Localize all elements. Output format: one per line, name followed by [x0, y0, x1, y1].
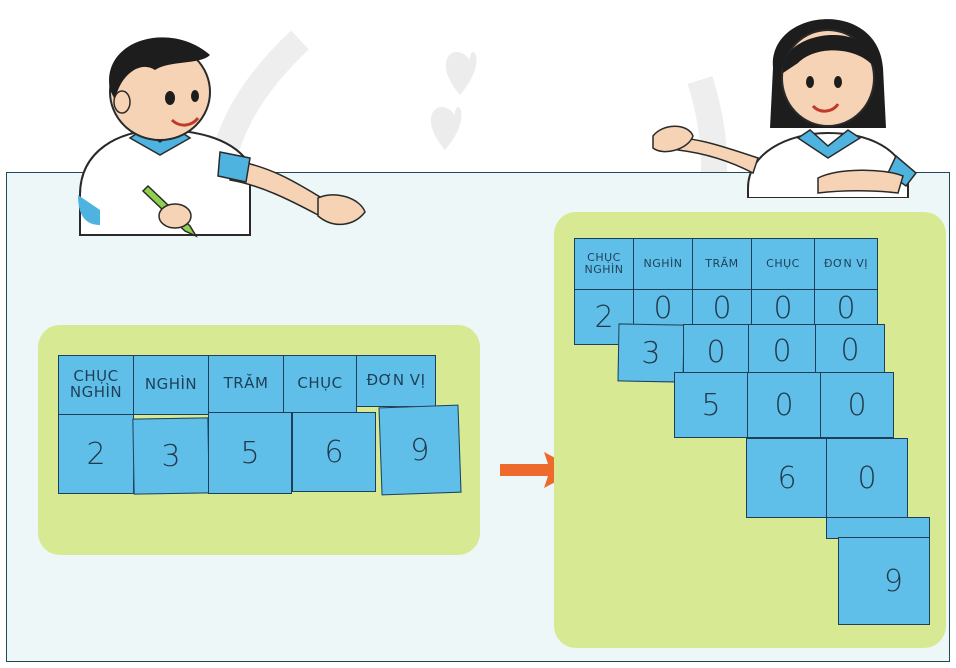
right-row1-cell: 0 [692, 289, 752, 327]
left-digit-tram: 5 [208, 412, 292, 494]
right-row4-cell: 6 [746, 438, 828, 518]
right-row1-cell: 0 [751, 289, 815, 327]
right-row2-cell: 0 [815, 324, 885, 376]
pencil-icon [141, 184, 198, 238]
right-header-chuc: CHỤC [751, 238, 815, 290]
right-row4-cell: 0 [826, 438, 908, 518]
right-header-don-vi: ĐƠN VỊ [814, 238, 878, 290]
right-row2-cell: 0 [748, 324, 816, 378]
left-digit-nghin: 3 [132, 417, 210, 495]
right-row5-flap [826, 517, 930, 539]
right-row2-cell: 0 [683, 324, 749, 380]
right-header-chuc-nghin: CHỤC NGHÌN [574, 238, 634, 290]
left-digit-don-vi: 9 [378, 404, 462, 496]
boy-student-illustration [78, 37, 366, 236]
right-header-nghin: NGHÌN [633, 238, 693, 290]
left-header-chuc: CHỤC [283, 355, 357, 413]
right-header-tram: TRĂM [692, 238, 752, 290]
left-header-don-vi: ĐƠN VỊ [356, 355, 436, 407]
left-header-chuc-nghin: CHỤC NGHÌN [58, 355, 134, 415]
left-digit-chuc-nghin: 2 [58, 414, 134, 494]
right-row1-cell: 0 [814, 289, 878, 327]
right-row5-cell: 9 [838, 537, 930, 625]
right-row3-cell: 0 [747, 372, 821, 438]
girl-student-illustration [652, 19, 918, 198]
left-header-tram: TRĂM [208, 355, 284, 413]
left-digit-chuc: 6 [292, 412, 376, 492]
right-row1-cell: 2 [574, 289, 634, 345]
left-header-nghin: NGHÌN [133, 355, 209, 415]
right-row3-cell: 5 [674, 372, 748, 438]
right-row3-cell: 0 [820, 372, 894, 438]
right-row1-cell: 0 [633, 289, 693, 327]
